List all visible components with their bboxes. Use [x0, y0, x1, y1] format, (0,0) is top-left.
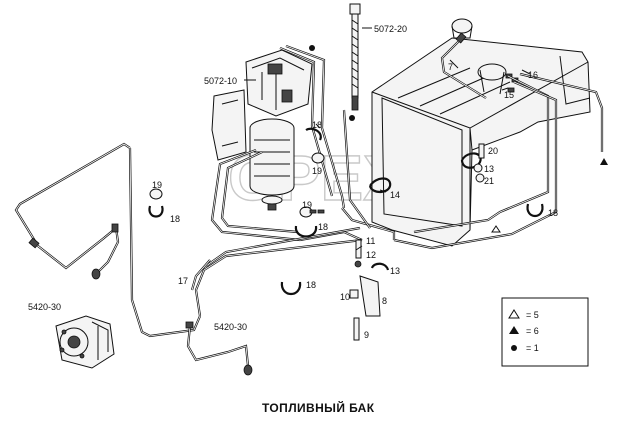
- legend-filled-triangle-icon: [509, 326, 519, 334]
- label-18-top: 18: [312, 120, 322, 130]
- hose-bottom: [185, 321, 253, 376]
- hose-17: [190, 259, 211, 291]
- bracket-assembly: [349, 239, 390, 341]
- label-18-left: 18: [170, 214, 180, 224]
- leader-lines: [244, 27, 531, 251]
- label-13-bottom: 13: [390, 266, 400, 276]
- hose-left-upper: [28, 223, 120, 280]
- label-20: 20: [488, 146, 498, 156]
- bolt-assembly-right: [473, 143, 485, 183]
- label-17: 17: [178, 276, 188, 286]
- legend-item-1-text: = 5: [526, 310, 539, 320]
- legend-item-3-text: = 1: [526, 343, 539, 353]
- label-5420-30-bottom: 5420-30: [214, 322, 247, 332]
- clamps-18: [148, 127, 544, 296]
- label-14: 14: [390, 190, 400, 200]
- label-15: 15: [504, 90, 514, 100]
- marker-dot-top: [309, 45, 315, 51]
- diagram-markers: [309, 45, 608, 233]
- label-19-mid: 19: [302, 200, 312, 210]
- label-10: 10: [340, 292, 350, 302]
- small-fittings: [309, 209, 325, 214]
- label-12: 12: [366, 250, 376, 260]
- fuel-filter-5072-10: [211, 49, 313, 211]
- label-5072-10: 5072-10: [204, 76, 237, 86]
- part-labels: 5072-20 5072-10 7 16 15 18 19 20 13 21 1…: [28, 24, 558, 340]
- label-16: 16: [528, 70, 538, 80]
- label-19-center: 19: [312, 166, 322, 176]
- label-9: 9: [364, 330, 369, 340]
- label-7: 7: [448, 62, 453, 72]
- diagram-title: ТОПЛИВНЫЙ БАК: [262, 400, 375, 415]
- marker-dot-center: [349, 115, 355, 121]
- label-13-right: 13: [484, 164, 494, 174]
- level-gauge-5072-20: [349, 3, 361, 111]
- marker-open-triangle: [491, 225, 501, 233]
- legend-item-2-text: = 6: [526, 326, 539, 336]
- fuel-pump-5420-30: [55, 315, 115, 369]
- tank-straps: [368, 152, 482, 194]
- label-8: 8: [382, 296, 387, 306]
- label-5072-20: 5072-20: [374, 24, 407, 34]
- label-21: 21: [484, 176, 494, 186]
- hose-7: [440, 32, 487, 99]
- grommets-19: [149, 152, 325, 218]
- marker-filled-triangle: [600, 158, 608, 165]
- label-18-right: 18: [548, 208, 558, 218]
- label-18-bottom: 18: [306, 280, 316, 290]
- label-5420-30-left: 5420-30: [28, 302, 61, 312]
- fuel-lines: [14, 44, 604, 338]
- label-19-left: 19: [152, 180, 162, 190]
- legend-filled-dot-icon: [511, 345, 517, 351]
- legend-open-triangle-icon: [508, 309, 520, 319]
- label-18-mid: 18: [318, 222, 328, 232]
- label-11: 11: [366, 236, 375, 246]
- legend-box: = 5 = 6 = 1: [501, 297, 589, 367]
